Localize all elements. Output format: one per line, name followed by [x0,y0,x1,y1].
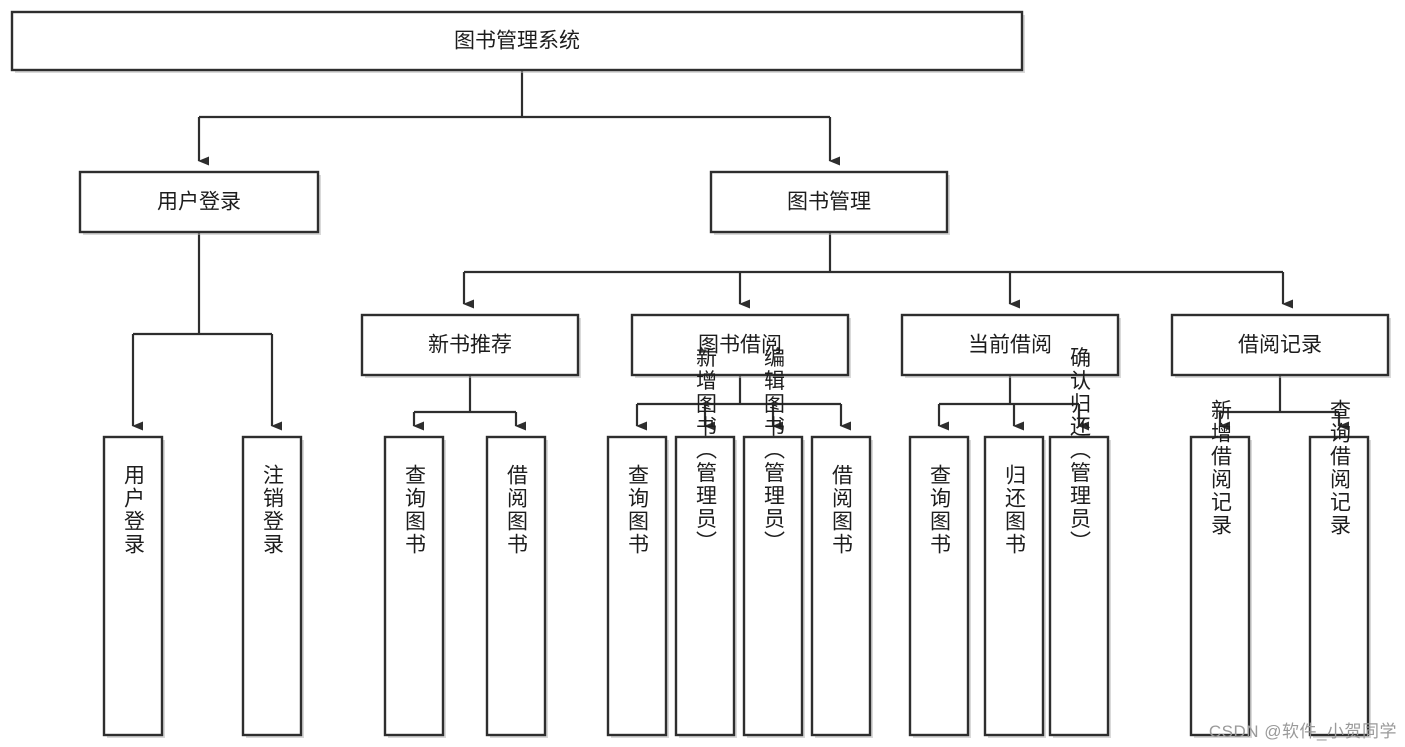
node-new-book-recommend[interactable]: 新书推荐 [360,313,581,378]
node-borrow-record[interactable]: 借阅记录 [1170,313,1391,378]
node-leaf-user-login-label: 用户登录 [122,464,146,556]
node-leaf-query-book-3-label: 查询图书 [928,464,952,556]
node-leaf-query-borrow-record[interactable]: 查询借阅记录 [1308,399,1371,738]
node-leaf-return-book[interactable]: 归还图书 [983,435,1046,738]
node-leaf-edit-book-label: 编辑图书（管理员） [762,347,786,554]
node-leaf-borrow-book-1[interactable]: 借阅图书 [485,435,548,738]
node-leaf-add-borrow-record[interactable]: 新增借阅记录 [1189,399,1252,738]
node-root[interactable]: 图书管理系统 [10,10,1025,73]
node-book-management-label: 图书管理 [787,191,871,214]
node-book-borrow-label: 图书借阅 [698,334,782,357]
node-leaf-query-borrow-record-label: 查询借阅记录 [1328,399,1352,537]
node-root-label: 图书管理系统 [454,30,580,53]
node-new-book-recommend-label: 新书推荐 [428,334,512,357]
node-borrow-record-label: 借阅记录 [1238,334,1322,357]
node-leaf-add-book-label: 新增图书（管理员） [694,347,718,554]
node-leaf-add-borrow-record-label: 新增借阅记录 [1209,399,1233,537]
node-leaf-user-login[interactable]: 用户登录 [102,435,165,738]
node-leaf-borrow-book-2[interactable]: 借阅图书 [810,435,873,738]
node-leaf-logout[interactable]: 注销登录 [241,435,304,738]
node-leaf-borrow-book-2-label: 借阅图书 [830,464,854,556]
node-leaf-query-book-2-label: 查询图书 [626,464,650,556]
node-book-borrow[interactable]: 图书借阅 [630,313,851,378]
node-leaf-query-book-3[interactable]: 查询图书 [908,435,971,738]
node-leaf-logout-label: 注销登录 [261,464,285,556]
node-leaf-query-book-1[interactable]: 查询图书 [383,435,446,738]
node-user-login-label: 用户登录 [157,191,241,214]
node-leaf-add-book[interactable]: 新增图书（管理员） [674,347,737,739]
node-leaf-confirm-return-label: 确认归还（管理员） [1068,347,1092,554]
node-leaf-query-book-1-label: 查询图书 [403,464,427,556]
node-book-management[interactable]: 图书管理 [709,170,950,235]
edge-layer [131,70,1349,431]
node-user-login[interactable]: 用户登录 [78,170,321,235]
node-leaf-confirm-return[interactable]: 确认归还（管理员） [1048,347,1111,739]
node-leaf-return-book-label: 归还图书 [1003,464,1027,556]
node-current-borrow-label: 当前借阅 [968,334,1052,357]
node-leaf-edit-book[interactable]: 编辑图书（管理员） [742,347,805,739]
node-leaf-query-book-2[interactable]: 查询图书 [606,435,669,738]
node-current-borrow[interactable]: 当前借阅 [900,313,1121,378]
node-leaf-borrow-book-1-label: 借阅图书 [505,464,529,556]
